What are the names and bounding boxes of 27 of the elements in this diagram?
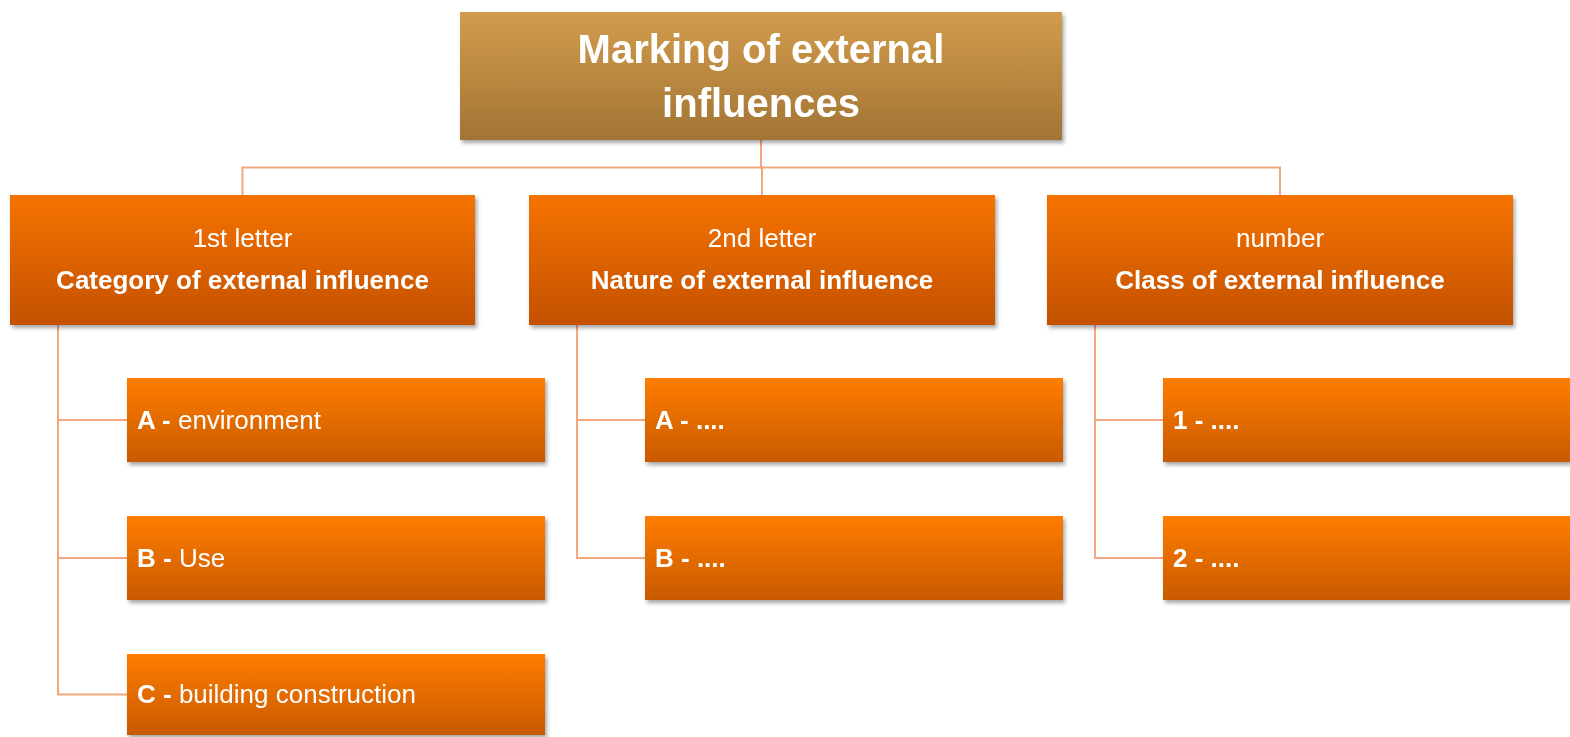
heading-text: C - building construction [137,678,416,711]
heading-text: number [1235,222,1325,256]
heading-text: 1st letter [192,222,293,256]
item-box [127,654,545,735]
heading-text: 2nd letter [707,222,817,256]
category-box [10,195,475,325]
heading-text: A - environment [137,403,321,437]
connector-line [1094,324,1164,559]
item-box [127,378,545,462]
connector-line [576,324,646,559]
heading-text: B - Use [137,541,226,575]
item-box [1163,516,1570,600]
description-text: Class of external influence [1115,264,1445,297]
category-box [1047,195,1513,325]
heading-text: 2 - .... [1173,541,1240,575]
heading-text: 1 - .... [1173,403,1240,437]
description-text: Nature of external influence [590,264,934,297]
item-box [1163,378,1570,462]
title-box [460,12,1062,140]
description-text: Category of external influence [56,264,429,297]
heading-text: B - .... [655,541,726,575]
item-box [645,516,1063,600]
title-text: Marking of external influences [576,26,946,127]
category-box [529,195,995,325]
item-box [645,378,1063,462]
heading-text: A - .... [655,403,725,437]
item-box [127,516,545,600]
